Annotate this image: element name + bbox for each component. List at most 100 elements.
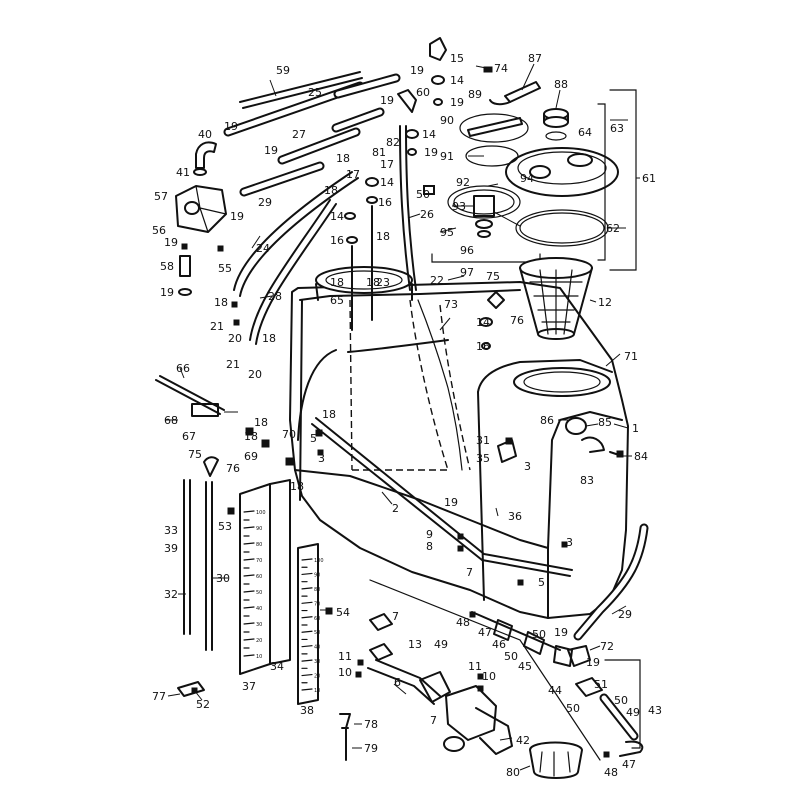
scale-tick	[301, 673, 313, 677]
sight-gauge-set	[155, 375, 351, 761]
callout-21: 21	[226, 358, 240, 371]
callout-86: 86	[540, 414, 554, 427]
callout-50: 50	[614, 694, 628, 707]
callout-87: 87	[528, 52, 542, 65]
callout-35: 35	[476, 452, 490, 465]
callout-28: 28	[268, 290, 282, 303]
callout-47: 47	[478, 626, 492, 639]
callout-10: 10	[338, 666, 352, 679]
callout-50: 50	[416, 188, 430, 201]
callout-93: 93	[452, 200, 466, 213]
tank-body	[289, 266, 629, 619]
callout-14: 14	[450, 74, 464, 87]
callout-84: 84	[634, 450, 648, 463]
callout-70: 70	[282, 428, 296, 441]
callout-12: 12	[598, 296, 612, 309]
callout-89: 89	[468, 88, 482, 101]
callout-3: 3	[524, 460, 531, 473]
callout-60: 60	[416, 86, 430, 99]
callout-3: 3	[318, 452, 325, 465]
callout-90: 90	[440, 114, 454, 127]
callout-92: 92	[456, 176, 470, 189]
callout-20: 20	[228, 332, 242, 345]
valve-block	[175, 141, 227, 296]
scale-tick-label: 30	[314, 659, 320, 665]
callout-51: 51	[594, 678, 608, 691]
callout-49: 49	[434, 638, 448, 651]
callout-16: 16	[476, 340, 490, 353]
callout-81: 81	[372, 146, 386, 159]
callout-69: 69	[244, 450, 258, 463]
callout-14: 14	[330, 210, 344, 223]
callout-18: 18	[262, 332, 276, 345]
scale-tick	[301, 659, 313, 662]
scale-tick-label: 30	[256, 622, 262, 628]
scale-tick-label: 20	[256, 638, 262, 644]
callout-14: 14	[476, 316, 490, 329]
leader-lines	[166, 63, 640, 771]
hardware-marks	[181, 66, 610, 758]
scale-tick-label: 50	[256, 590, 262, 596]
callout-40: 40	[198, 128, 212, 141]
scale-tick-label: 10	[256, 654, 262, 660]
callout-65: 65	[330, 294, 344, 307]
callout-9: 9	[426, 528, 433, 541]
callout-19: 19	[230, 210, 244, 223]
callout-50: 50	[532, 628, 546, 641]
callout-62: 62	[606, 222, 620, 235]
scale-tick	[243, 542, 255, 545]
scale-tick	[301, 688, 313, 691]
scale-tick-label: 70	[314, 601, 320, 607]
callout-31: 31	[476, 434, 490, 447]
callout-39: 39	[164, 542, 178, 555]
scale-tick	[243, 510, 255, 513]
callout-18: 18	[290, 480, 304, 493]
callout-63: 63	[610, 122, 624, 135]
callout-18: 18	[330, 276, 344, 289]
scale-tick	[243, 590, 255, 593]
callout-41: 41	[176, 166, 190, 179]
scale-tick	[301, 558, 313, 561]
callout-72: 72	[600, 640, 614, 653]
callout-46: 46	[492, 638, 506, 651]
callout-19: 19	[424, 146, 438, 159]
scale-tick-label: 80	[256, 542, 262, 548]
callout-27: 27	[292, 128, 306, 141]
callout-11: 11	[468, 660, 482, 673]
callout-56: 56	[152, 224, 166, 237]
scale-tick-label: 60	[256, 574, 262, 580]
callout-5: 5	[538, 576, 545, 589]
scale-tick	[243, 654, 255, 657]
callout-11: 11	[338, 650, 352, 663]
callout-24: 24	[256, 242, 270, 255]
callout-88: 88	[554, 78, 568, 91]
callout-5: 5	[310, 432, 317, 445]
callout-2: 2	[392, 502, 399, 515]
callout-21: 21	[210, 320, 224, 333]
callout-67: 67	[182, 430, 196, 443]
callout-80: 80	[506, 766, 520, 779]
bottom-valve-assembly	[367, 579, 644, 779]
callout-94: 94	[520, 172, 534, 185]
scale-tick	[243, 622, 255, 625]
scale-tick-label: 90	[314, 572, 320, 578]
callout-75: 75	[486, 270, 500, 283]
callout-1: 1	[632, 422, 639, 435]
callout-34: 34	[270, 660, 284, 673]
scale-tick-label: 100	[256, 510, 266, 516]
callout-29: 29	[618, 608, 632, 621]
callout-48: 48	[456, 616, 470, 629]
callout-37: 37	[242, 680, 256, 693]
hose-set	[223, 71, 649, 641]
callout-13: 13	[408, 638, 422, 651]
scale-tick-label: 80	[314, 587, 320, 593]
callout-18: 18	[336, 152, 350, 165]
scale-tick-label: 10	[314, 688, 320, 694]
callout-54: 54	[336, 606, 350, 619]
callout-14: 14	[380, 176, 394, 189]
callout-78: 78	[364, 718, 378, 731]
callout-44: 44	[548, 684, 562, 697]
callout-19: 19	[554, 626, 568, 639]
scale-tick-label: 60	[314, 616, 320, 622]
